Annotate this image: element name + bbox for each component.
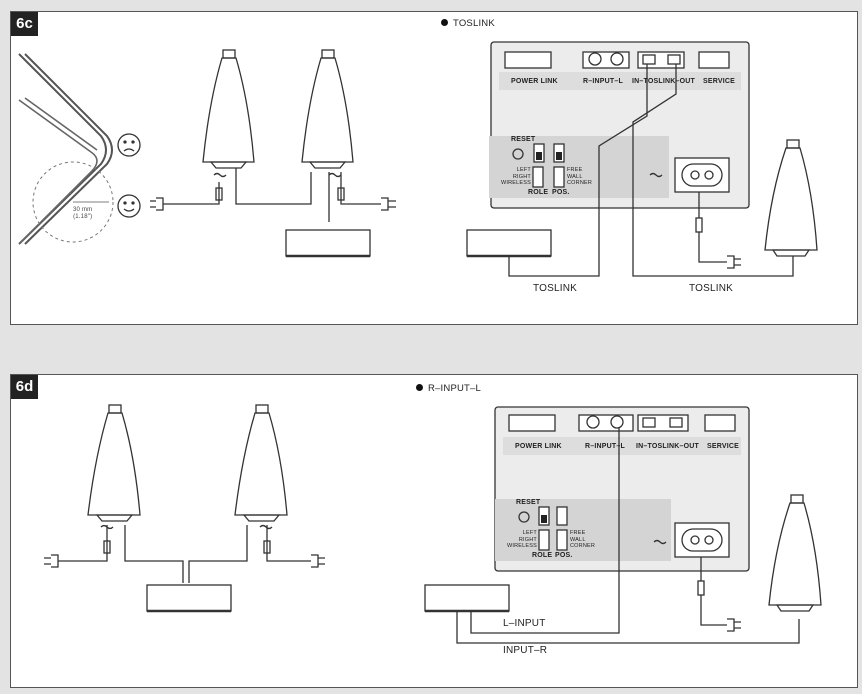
panel-header: R–INPUT–L xyxy=(416,383,481,394)
port-label-power-link: POWER LINK xyxy=(511,78,558,85)
port-label-service: SERVICE xyxy=(707,443,740,450)
panel-badge: 6c xyxy=(11,12,38,36)
distance-mm: 30 mm xyxy=(73,207,93,213)
source-device-box xyxy=(285,229,371,257)
role-option-right: RIGHT xyxy=(512,173,531,180)
diagram-6d xyxy=(44,404,822,644)
port-label-toslink: IN–TOSLINK–OUT xyxy=(636,443,699,450)
speaker-left-icon xyxy=(44,404,184,583)
pos-option-wall: WALL xyxy=(567,173,583,180)
diagram-6c xyxy=(18,41,818,277)
speaker-right-icon xyxy=(301,49,396,222)
port-label-r-input-l: R–INPUT–L xyxy=(585,443,625,450)
role-options: LEFT RIGHT WIRELESS xyxy=(499,167,531,187)
pos-option-corner: CORNER xyxy=(567,180,593,186)
reset-label: RESET xyxy=(516,499,541,506)
role-option-left: LEFT xyxy=(516,167,531,173)
role-option-left: LEFT xyxy=(522,530,537,536)
pos-options: FREE WALL CORNER xyxy=(570,530,595,550)
speaker-left-icon xyxy=(150,49,312,211)
source-device-box xyxy=(424,584,510,612)
panel-badge: 6d xyxy=(11,375,38,399)
pos-option-free: FREE xyxy=(567,167,583,173)
role-label: ROLE xyxy=(532,552,553,559)
cable-label-toslink-left: TOSLINK xyxy=(533,283,578,294)
speaker-master-icon xyxy=(768,494,822,612)
bullet-dot-icon xyxy=(441,19,448,26)
wall-corner xyxy=(18,53,114,245)
toslink-cable-in xyxy=(508,64,648,277)
l-input-cable xyxy=(470,427,620,634)
cable-label-l-input: L–INPUT xyxy=(503,618,546,629)
pos-label: POS. xyxy=(555,552,573,559)
role-options: LEFT RIGHT WIRELESS xyxy=(505,530,537,550)
reset-label: RESET xyxy=(511,136,536,143)
port-label-r-input-l: R–INPUT–L xyxy=(583,78,623,85)
panel-header-text: TOSLINK xyxy=(453,18,495,29)
role-option-wireless: WIRELESS xyxy=(500,180,531,186)
pos-option-corner: CORNER xyxy=(570,543,596,549)
panel-6d: 6d xyxy=(10,374,858,688)
distance-in: (1.18") xyxy=(73,214,93,220)
pos-option-free: FREE xyxy=(570,530,586,536)
role-option-right: RIGHT xyxy=(518,536,537,543)
panel-6c: 6c xyxy=(10,11,858,325)
cable-label-input-r: INPUT–R xyxy=(503,645,548,656)
pos-options: FREE WALL CORNER xyxy=(567,167,592,187)
port-label-service: SERVICE xyxy=(703,78,736,85)
role-label: ROLE xyxy=(528,189,549,196)
speaker-right-icon xyxy=(188,404,325,583)
panel-header: TOSLINK xyxy=(441,18,495,29)
speaker-master-icon xyxy=(764,139,818,257)
sad-face-icon xyxy=(117,133,141,157)
distance-label: 30 mm(1.18") xyxy=(73,207,92,221)
bullet-dot-icon xyxy=(416,384,423,391)
pos-label: POS. xyxy=(552,189,570,196)
cable-label-toslink-right: TOSLINK xyxy=(689,283,734,294)
pos-option-wall: WALL xyxy=(570,536,586,543)
port-label-toslink: IN–TOSLINK–OUT xyxy=(632,78,695,85)
panel-header-text: R–INPUT–L xyxy=(428,383,482,394)
source-device-box xyxy=(466,229,552,257)
toslink-cable-out xyxy=(632,64,794,277)
source-device-box xyxy=(146,584,232,612)
role-option-wireless: WIRELESS xyxy=(506,543,537,549)
connection-panel xyxy=(494,406,750,572)
r-input-cable xyxy=(456,611,800,644)
port-label-power-link: POWER LINK xyxy=(515,443,562,450)
happy-face-icon xyxy=(117,194,141,218)
connection-panel xyxy=(489,41,750,209)
